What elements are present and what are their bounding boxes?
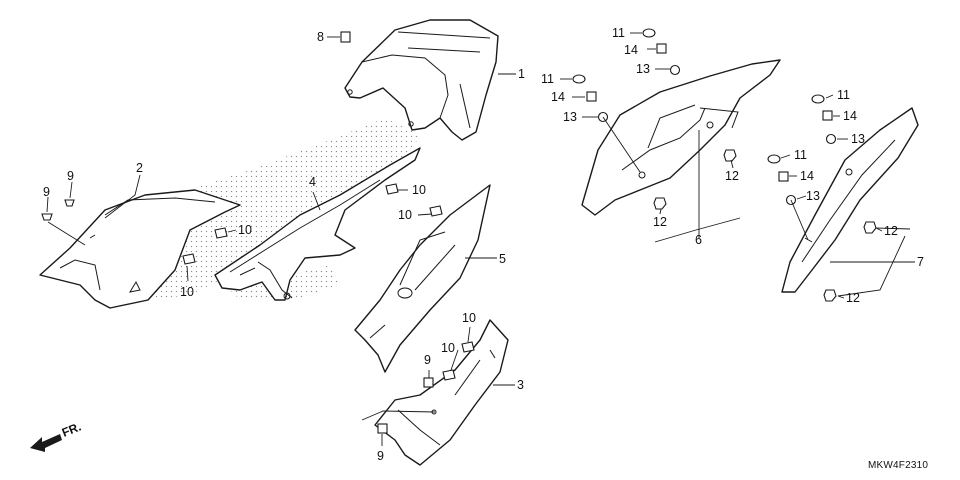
part-1-seat-cowl bbox=[344, 19, 499, 141]
callout-10: 10 bbox=[462, 311, 476, 325]
front-direction-arrow-icon: FR. bbox=[30, 420, 83, 452]
callout-7: 7 bbox=[917, 255, 924, 269]
callout-8: 8 bbox=[317, 30, 324, 44]
callout-11: 11 bbox=[794, 148, 807, 162]
callout-9: 9 bbox=[377, 449, 384, 463]
callout-14: 14 bbox=[624, 43, 638, 57]
callout-12: 12 bbox=[725, 169, 739, 183]
callout-13: 13 bbox=[806, 189, 820, 203]
part-7-grab-rail-left bbox=[781, 107, 919, 293]
callout-11: 11 bbox=[837, 88, 850, 102]
callout-10: 10 bbox=[180, 285, 194, 299]
callout-12: 12 bbox=[653, 215, 667, 229]
callout-13: 13 bbox=[851, 132, 865, 146]
direction-label: FR. bbox=[60, 420, 83, 440]
callout-10: 10 bbox=[398, 208, 412, 222]
callout-14: 14 bbox=[800, 169, 814, 183]
dotted-seat-region bbox=[135, 118, 420, 300]
callout-2: 2 bbox=[136, 161, 143, 175]
callout-14: 14 bbox=[843, 109, 857, 123]
callout-9: 9 bbox=[43, 185, 50, 199]
callout-labels: 8 1 2 9 9 4 10 10 10 10 10 10 5 3 9 9 11… bbox=[43, 26, 924, 463]
callout-6: 6 bbox=[695, 233, 702, 247]
part-6-grab-rail-right bbox=[581, 59, 781, 216]
callout-4: 4 bbox=[309, 175, 316, 189]
callout-14: 14 bbox=[551, 90, 565, 104]
diagram-code: MKW4F2310 bbox=[868, 460, 928, 471]
callout-1: 1 bbox=[518, 67, 525, 81]
callout-10: 10 bbox=[412, 183, 426, 197]
callout-12: 12 bbox=[846, 291, 860, 305]
callout-13: 13 bbox=[636, 62, 650, 76]
callout-11: 11 bbox=[612, 26, 625, 40]
callout-11: 11 bbox=[541, 72, 554, 86]
bolt-14-icons bbox=[586, 43, 833, 182]
screw-and-clip-icons bbox=[41, 31, 475, 434]
callout-12: 12 bbox=[884, 224, 898, 238]
part-4-inner-cover bbox=[214, 147, 421, 301]
nut-12-icons bbox=[653, 149, 877, 302]
part-5-side-cover bbox=[354, 184, 491, 373]
leader-lines bbox=[46, 32, 915, 446]
callout-5: 5 bbox=[499, 252, 506, 266]
part-2-left-side-cover bbox=[39, 189, 241, 309]
callout-10: 10 bbox=[441, 341, 455, 355]
callout-9: 9 bbox=[424, 353, 431, 367]
callout-3: 3 bbox=[517, 378, 524, 392]
callout-10: 10 bbox=[238, 223, 252, 237]
callout-9: 9 bbox=[67, 169, 74, 183]
callout-13: 13 bbox=[563, 110, 577, 124]
washer-11-icons bbox=[572, 28, 825, 164]
part-3-lower-cover bbox=[374, 319, 509, 466]
